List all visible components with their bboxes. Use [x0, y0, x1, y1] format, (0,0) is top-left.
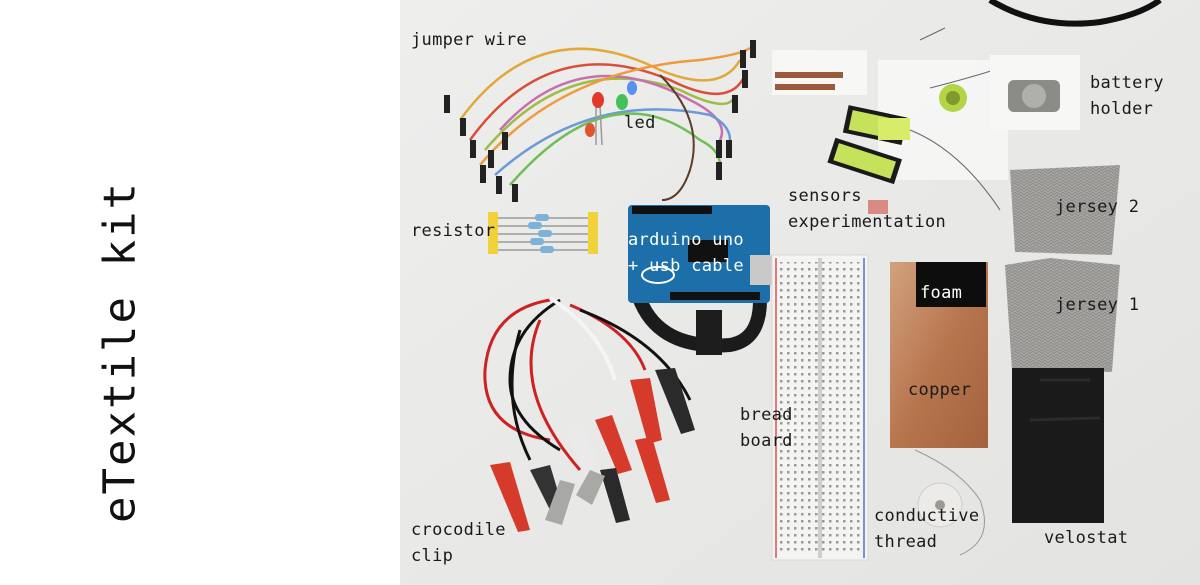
label-resistor: resistor — [411, 221, 496, 241]
label-crocodile-clip: crocodile clip — [411, 520, 506, 566]
leds — [585, 81, 637, 146]
label-breadboard: bread board — [740, 405, 793, 451]
resistors — [488, 212, 598, 254]
jumper-wires — [458, 46, 751, 201]
title-panel: eTextile kit — [0, 0, 400, 585]
foam-copper — [890, 262, 988, 556]
sensors-samples — [772, 27, 1021, 214]
label-jersey-1: jersey 1 — [1055, 295, 1140, 315]
jumper-wire-pins — [444, 40, 756, 202]
kit-title: eTextile kit — [94, 181, 146, 523]
cable-arc — [988, 0, 1162, 27]
label-velostat: velostat — [1044, 528, 1129, 548]
label-sensors: sensors experimentation — [788, 186, 947, 232]
arduino-board — [628, 205, 774, 355]
kit-photo: jumper wire led resistor arduino uno + u… — [400, 0, 1200, 585]
label-copper: copper — [908, 380, 972, 400]
label-led: led — [624, 113, 656, 133]
label-jersey-2: jersey 2 — [1055, 197, 1140, 217]
label-conductive-thread: conductive thread — [874, 506, 980, 552]
label-battery-holder: battery holder — [1090, 73, 1164, 119]
battery-holder — [990, 55, 1080, 130]
crocodile-clip-heads — [490, 368, 695, 532]
breadboard — [771, 254, 869, 561]
crocodile-clips — [483, 296, 692, 471]
label-jumper-wire: jumper wire — [411, 30, 527, 50]
kit-photo-illustration — [400, 0, 1200, 585]
label-arduino: arduino uno + usb cable — [628, 230, 744, 276]
jersey-fabrics — [1005, 165, 1120, 523]
label-foam: foam — [920, 283, 963, 303]
